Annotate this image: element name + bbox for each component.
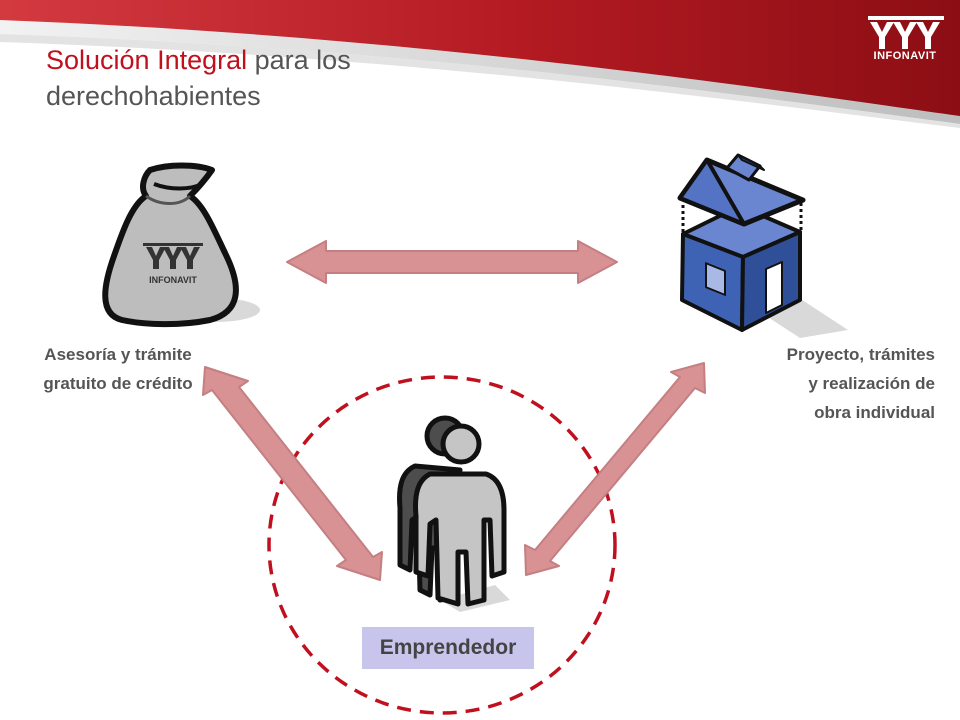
emprendedor-label-box: Emprendedor [362,627,534,669]
right-label-line3: obra individual [814,403,935,422]
title-rest: para los derechohabientes [46,45,351,111]
focus-circle [267,375,617,715]
right-label-line2: y realización de [808,374,935,393]
bag-logo-icon [143,243,203,269]
infonavit-logo-icon [868,16,944,49]
title-accent: Solución Integral [46,45,248,75]
emprendedor-label: Emprendedor [379,636,517,659]
right-label-line1: Proyecto, trámites [786,345,935,364]
horizontal-double-arrow [286,240,618,284]
top-banner [0,0,960,128]
left-label-line1: Asesoría y trámite [44,345,192,364]
left-node-label: Asesoría y trámite gratuito de crédito [18,340,218,398]
bag-logo-text: INFONAVIT [149,275,197,285]
money-bag-icon: INFONAVIT [102,162,239,328]
logo-text: INFONAVIT [873,50,937,62]
left-diagonal-double-arrow [202,366,383,581]
slide-title: Solución Integral para los derechohabien… [46,42,566,114]
left-label-line2: gratuito de crédito [43,374,193,393]
right-node-label: Proyecto, trámites y realización de obra… [720,340,935,427]
house-icon [677,153,806,332]
person-icon [397,415,507,607]
right-diagonal-double-arrow [524,362,706,576]
